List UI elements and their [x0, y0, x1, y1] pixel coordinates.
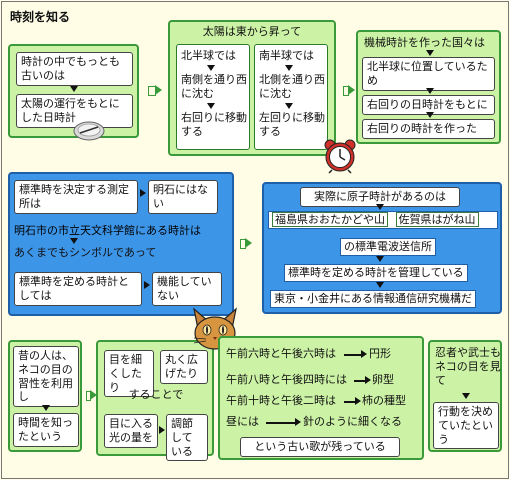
north-path: 南側を通り西に沈む [181, 73, 247, 100]
cat-eye-song-box: 午前六時と午後六時は 円形 午前八時と午後四時には 卵型 午前十時と午後二時は … [218, 336, 424, 460]
oldest-clock-box: 時計の中でもっとも古いのは 太陽の運行をもとにした日時計 [8, 44, 139, 138]
song-result-4: 針のように細くなる [303, 415, 402, 428]
arrow-line [344, 401, 356, 403]
old-song-remains: という古い歌が残っている [240, 437, 400, 457]
sun-header: 太陽は東から昇って [202, 25, 302, 38]
northern-location: 北半球に位置しているため [362, 57, 495, 91]
not-in-akashi: 明石にはない [148, 180, 218, 214]
standard-clock-role: 標準時を定める時計としては [14, 272, 142, 306]
down-arrow [462, 393, 470, 399]
down-arrow [376, 256, 384, 262]
page-title: 時刻を知る [10, 10, 71, 24]
widen-eyes: 丸く広げたり [160, 350, 208, 384]
arrow-line [266, 422, 296, 424]
down-arrow [42, 405, 50, 411]
akashi-museum-clock: 明石市の市立天文科学館にある時計は [14, 224, 201, 237]
down-arrow [376, 282, 384, 288]
down-arrow [207, 103, 215, 109]
down-arrow [376, 204, 384, 210]
arrow-right-icon [355, 397, 361, 405]
knew-time: 時間を知ったという [13, 413, 79, 447]
song-result-2: 卵型 [372, 373, 394, 386]
manages-standard-clock: 標準時を定める時計を管理している [284, 264, 468, 282]
transmitting-station: の標準電波送信所 [340, 238, 436, 256]
akashi-symbol-box: 標準時を決定する測定所は 明石にはない 明石市の市立天文科学館にある時計は あく… [8, 172, 234, 316]
arrow-right-icon [144, 281, 150, 289]
nict-koganei: 東京・小金井にある情報通信研究機構だ [270, 290, 476, 308]
alarm-clock-icon [324, 139, 356, 174]
down-arrow [426, 50, 434, 56]
south-hemisphere-panel: 南半球では 北側を通り西に沈む 左回りに移動する [254, 44, 328, 150]
not-functioning: 機能していない [152, 272, 222, 306]
arrow-line [344, 354, 362, 356]
only-symbol: あくまでもシンボルであって [14, 246, 157, 259]
down-arrow [426, 112, 434, 118]
light-amount: 目に入る光の量を [104, 414, 158, 448]
down-arrow [426, 88, 434, 94]
pupil-adjust-box: 目を細くしたり 丸く広げたり することで 目に入る光の量を 調節している [96, 340, 214, 462]
decided-action: 行動を決めていたという [433, 402, 499, 450]
narrow-eyes: 目を細くしたり [104, 350, 154, 398]
arrow-right-icon [140, 189, 146, 197]
north-rotation: 右回りに移動する [181, 111, 247, 138]
down-arrow [70, 238, 78, 244]
clock-nations: 機械時計を作った国々は [364, 36, 485, 49]
song-result-3: 柿の種型 [362, 394, 406, 407]
sundial-text: 太陽の運行をもとにした日時計 [16, 94, 133, 128]
song-row-1: 午前六時と午後六時は [226, 347, 336, 360]
adjusting: 調節している [166, 414, 208, 462]
arrow-right-icon [245, 238, 252, 248]
arrow-right-icon [159, 426, 165, 434]
arrow-right-icon [361, 350, 367, 358]
by-doing: することで [128, 388, 184, 401]
north-hemisphere-panel: 北半球では 南側を通り西に沈む 右回りに移動する [176, 44, 250, 150]
song-row-2: 午前八時と午後四時には [226, 373, 347, 386]
station-row: 福島県おおたかどや山 佐賀県はがね山 [268, 211, 498, 229]
clockwise-sundial: 右回りの日時計をもとに [362, 95, 495, 115]
cat-eye-custom-box: 昔の人は、ネコの目の習性を利用し 時間を知ったという [8, 340, 82, 452]
arrow-line [354, 380, 366, 382]
mechanical-clock-box: 機械時計を作った国々は 北半球に位置しているため 右回りの日時計をもとに 右回り… [356, 30, 501, 144]
atomic-clock-box: 実際に原子時計があるのは 福島県おおたかどや山 佐賀県はがね山 の標準電波送信所… [262, 182, 502, 314]
clockwise-clock: 右回りの時計を作った [362, 119, 495, 139]
compass-icon [73, 121, 105, 141]
ninja-samurai-watched: 忍者や武士もネコの目を見て [435, 346, 501, 387]
south-rotation: 左回りに移動する [259, 111, 325, 138]
south-path: 北側を通り西に沈む [259, 73, 325, 100]
song-row-3: 午前十時と午後二時は [226, 394, 336, 407]
south-title: 南半球では [259, 49, 314, 62]
cat-eye-habit: 昔の人は、ネコの目の習性を利用し [13, 346, 79, 407]
saga-station: 佐賀県はがね山 [395, 212, 479, 227]
song-row-4: 昼には [226, 415, 259, 428]
down-arrow [285, 65, 293, 71]
fukushima-station: 福島県おおたかどや山 [272, 212, 388, 227]
arrow-right-icon [348, 85, 355, 95]
arrow-right-icon [295, 418, 301, 426]
down-arrow [207, 65, 215, 71]
oldest-clock-text: 時計の中でもっとも古いのは [16, 52, 133, 86]
measurement-site-question: 標準時を決定する測定所は [14, 180, 138, 214]
atomic-clock-header: 実際に原子時計があるのは [300, 187, 460, 207]
arrow-right-icon [365, 376, 371, 384]
song-result-1: 円形 [369, 347, 391, 360]
down-arrow [285, 103, 293, 109]
arrow-right-icon [155, 85, 162, 95]
down-arrow [70, 86, 78, 92]
ninja-samurai-box: 忍者や武士もネコの目を見て 行動を決めていたという [428, 340, 502, 452]
arrow-right-icon [90, 390, 97, 400]
sun-movement-box: 太陽は東から昇って 北半球では 南側を通り西に沈む 右回りに移動する 南半球では… [168, 20, 336, 156]
north-title: 北半球では [181, 49, 236, 62]
